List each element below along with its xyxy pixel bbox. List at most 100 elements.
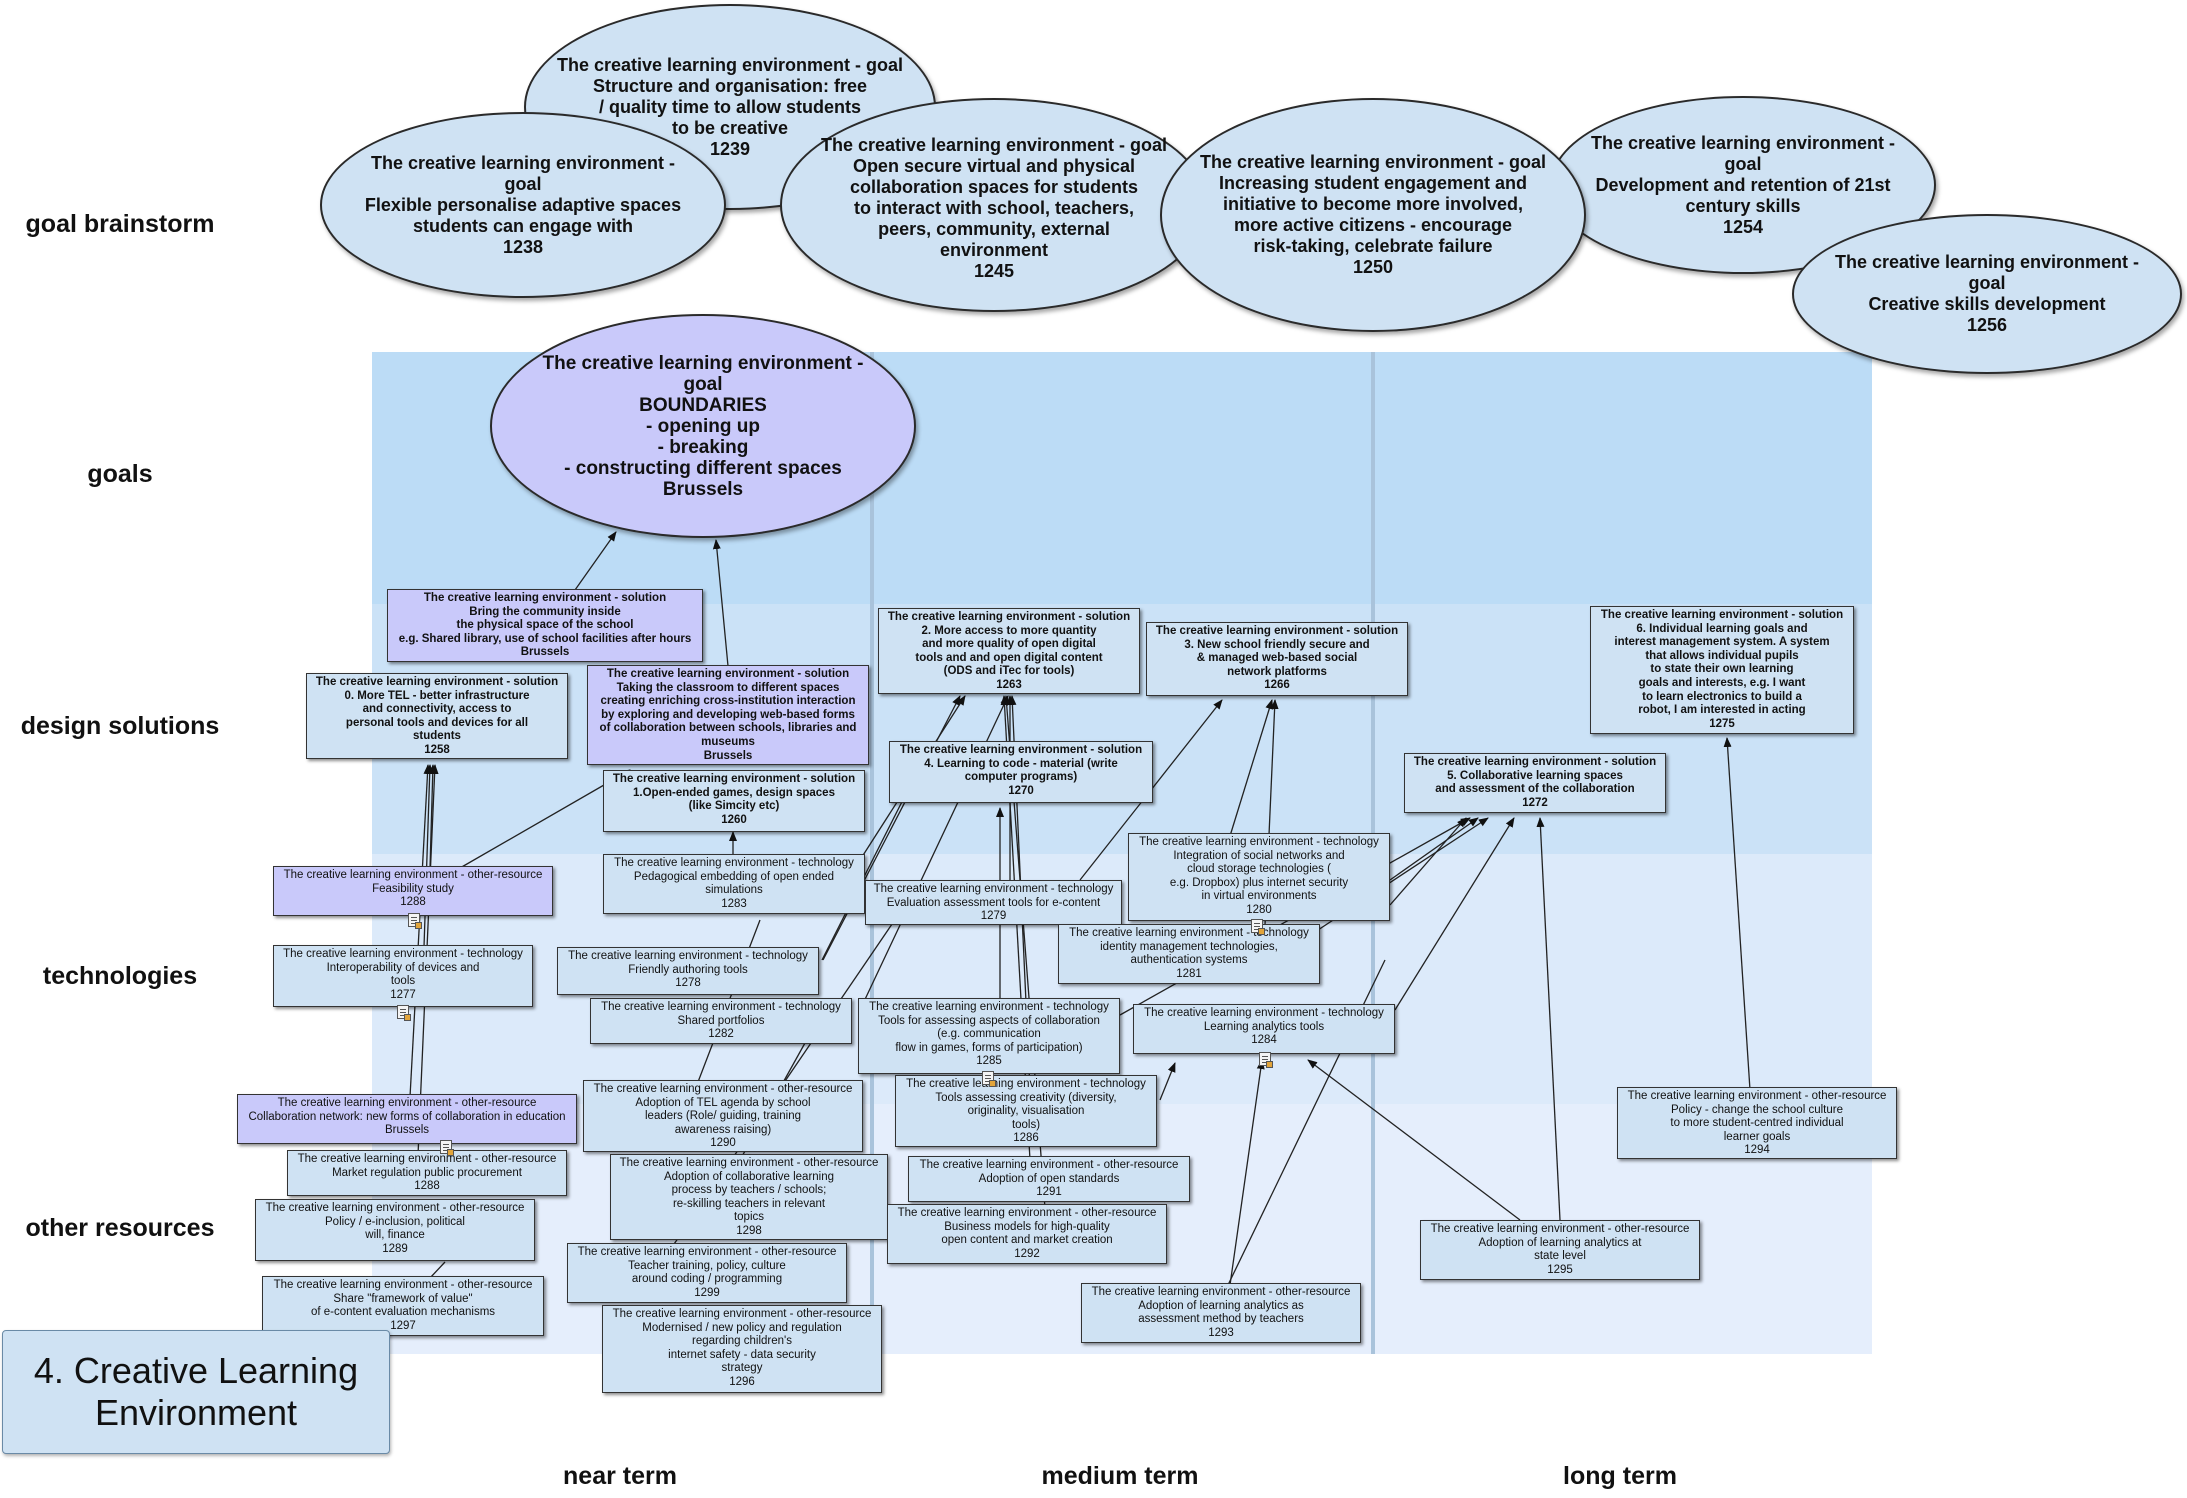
node-category: The creative learning environment - othe… <box>283 869 543 881</box>
solution-community-inside[interactable]: The creative learning environment - solu… <box>387 589 703 662</box>
node-text: topics <box>733 1211 765 1224</box>
node-id: 1281 <box>1176 967 1202 980</box>
node-text: Teacher training, policy, culture <box>628 1259 786 1272</box>
resource-1296[interactable]: The creative learning environment - othe… <box>602 1305 882 1393</box>
goal-1238[interactable]: The creative learning environment - goal… <box>320 112 726 298</box>
technology-1279[interactable]: The creative learning environment - tech… <box>865 880 1122 925</box>
node-text: / quality time to allow students <box>598 96 862 117</box>
note-icon[interactable] <box>1251 919 1265 935</box>
node-id: 1283 <box>721 897 747 910</box>
node-text: 0. More TEL - better infrastructure <box>344 689 530 702</box>
link-1278-to-1263 <box>822 695 961 961</box>
node-category: The creative learning environment - solu… <box>423 592 667 604</box>
node-text: goals and interests, e.g. I want <box>1638 676 1806 689</box>
technology-1284[interactable]: The creative learning environment - tech… <box>1133 1004 1395 1054</box>
solution-1270[interactable]: The creative learning environment - solu… <box>889 741 1153 803</box>
node-id: 1294 <box>1744 1144 1770 1157</box>
node-text: e.g. Shared library, use of school facil… <box>398 632 692 645</box>
node-text: identity management technologies, <box>1100 940 1278 953</box>
node-category: The creative learning environment - goal <box>370 152 676 194</box>
node-text: students can engage with <box>412 215 634 236</box>
node-id: 1290 <box>710 1137 736 1150</box>
node-text: Policy - change the school culture <box>1671 1103 1843 1116</box>
node-id: 1278 <box>675 977 701 990</box>
node-category: The creative learning environment - goal <box>556 54 904 75</box>
technology-1286[interactable]: The creative learning environment - tech… <box>895 1075 1157 1147</box>
resource-collaboration-network[interactable]: The creative learning environment - othe… <box>237 1094 577 1144</box>
goal-1256[interactable]: The creative learning environment - goal… <box>1792 214 2182 374</box>
technology-1283[interactable]: The creative learning environment - tech… <box>603 854 865 914</box>
resource-1298[interactable]: The creative learning environment - othe… <box>610 1154 888 1240</box>
resource-1293[interactable]: The creative learning environment - othe… <box>1081 1283 1361 1343</box>
resource-1290[interactable]: The creative learning environment - othe… <box>583 1080 863 1152</box>
resource-1289[interactable]: The creative learning environment - othe… <box>255 1199 535 1261</box>
node-text: to more student-centred individual <box>1670 1117 1844 1130</box>
solution-classroom-spaces[interactable]: The creative learning environment - solu… <box>587 665 869 765</box>
row-label-other-resources: other resources <box>25 1214 215 1242</box>
technology-1282[interactable]: The creative learning environment - tech… <box>590 998 852 1044</box>
node-text: Structure and organisation: free <box>592 75 868 96</box>
node-text: 2. More access to more quantity <box>921 624 1097 637</box>
link-1297-to-1289 <box>429 1261 446 1279</box>
row-label-goal-brainstorm: goal brainstorm <box>25 210 215 238</box>
node-text: to learn electronics to build a <box>1642 690 1802 703</box>
resource-1299[interactable]: The creative learning environment - othe… <box>567 1243 847 1303</box>
solution-1272[interactable]: The creative learning environment - solu… <box>1404 753 1666 813</box>
node-category: The creative learning environment - solu… <box>606 668 850 680</box>
node-text: Open secure virtual and physical <box>852 155 1136 176</box>
node-text: of collaboration between schools, librar… <box>599 722 857 735</box>
goal-1245[interactable]: The creative learning environment - goal… <box>780 98 1208 312</box>
node-text: to be creative <box>671 117 789 138</box>
resource-1291[interactable]: The creative learning environment - othe… <box>908 1156 1190 1202</box>
note-icon[interactable] <box>397 1005 411 1021</box>
node-category: The creative learning environment - othe… <box>277 1097 537 1109</box>
resource-1292[interactable]: The creative learning environment - othe… <box>887 1204 1167 1264</box>
node-category: The creative learning environment - othe… <box>612 1308 872 1320</box>
solution-1263[interactable]: The creative learning environment - solu… <box>878 608 1140 694</box>
node-text: Pedagogical embedding of open ended <box>633 870 835 883</box>
goal-1250[interactable]: The creative learning environment - goal… <box>1160 98 1586 332</box>
node-text: interest management system. A system <box>1614 636 1830 649</box>
link-classroom-to-boundaries <box>712 539 729 667</box>
node-id: 1260 <box>721 813 747 826</box>
node-id: 1288 <box>414 1180 440 1193</box>
node-text: (ODS and iTec for tools) <box>943 665 1075 678</box>
note-icon[interactable] <box>408 913 422 929</box>
technology-1278[interactable]: The creative learning environment - tech… <box>557 947 819 995</box>
resource-1288-market[interactable]: The creative learning environment - othe… <box>287 1150 567 1196</box>
note-icon[interactable] <box>440 1140 454 1156</box>
node-category: The creative learning environment - tech… <box>568 950 808 962</box>
solution-1266[interactable]: The creative learning environment - solu… <box>1146 622 1408 696</box>
technology-1280[interactable]: The creative learning environment - tech… <box>1128 833 1390 921</box>
node-text: tools and and open digital content <box>915 651 1103 664</box>
node-text: - constructing different spaces <box>564 457 842 479</box>
solution-1275[interactable]: The creative learning environment - solu… <box>1590 606 1854 734</box>
resource-1288-feasibility[interactable]: The creative learning environment - othe… <box>273 866 553 916</box>
goal-1254[interactable]: The creative learning environment - goal… <box>1550 96 1936 274</box>
node-id: 1280 <box>1246 903 1272 916</box>
goal-boundaries[interactable]: The creative learning environment - goal… <box>490 314 916 538</box>
node-id: 1293 <box>1208 1326 1234 1339</box>
note-icon[interactable] <box>982 1071 996 1087</box>
node-category: The creative learning environment - tech… <box>906 1078 1146 1090</box>
node-text: will, finance <box>365 1229 425 1242</box>
node-text: in virtual environments <box>1201 890 1317 903</box>
technology-1277[interactable]: The creative learning environment - tech… <box>273 945 533 1007</box>
resource-1294[interactable]: The creative learning environment - othe… <box>1617 1087 1897 1159</box>
node-category: The creative learning environment - othe… <box>619 1157 879 1169</box>
technology-1281[interactable]: The creative learning environment - tech… <box>1058 924 1320 984</box>
node-text: Creative skills development <box>1868 294 2106 314</box>
technology-1285[interactable]: The creative learning environment - tech… <box>858 998 1120 1074</box>
solution-1258[interactable]: The creative learning environment - solu… <box>306 673 568 759</box>
node-id: 1292 <box>1014 1247 1040 1260</box>
node-text: authentication systems <box>1130 954 1248 967</box>
resource-1295[interactable]: The creative learning environment - othe… <box>1420 1220 1700 1280</box>
node-category: The creative learning environment - othe… <box>1091 1286 1351 1298</box>
node-category: The creative learning environment - tech… <box>1139 836 1379 848</box>
solution-1260[interactable]: The creative learning environment - solu… <box>603 770 865 832</box>
node-category: The creative learning environment - tech… <box>1069 927 1309 939</box>
note-icon[interactable] <box>1259 1052 1273 1068</box>
node-id: 1284 <box>1251 1034 1277 1047</box>
resource-1297[interactable]: The creative learning environment - othe… <box>262 1276 544 1336</box>
node-category: The creative learning environment - solu… <box>315 676 559 688</box>
